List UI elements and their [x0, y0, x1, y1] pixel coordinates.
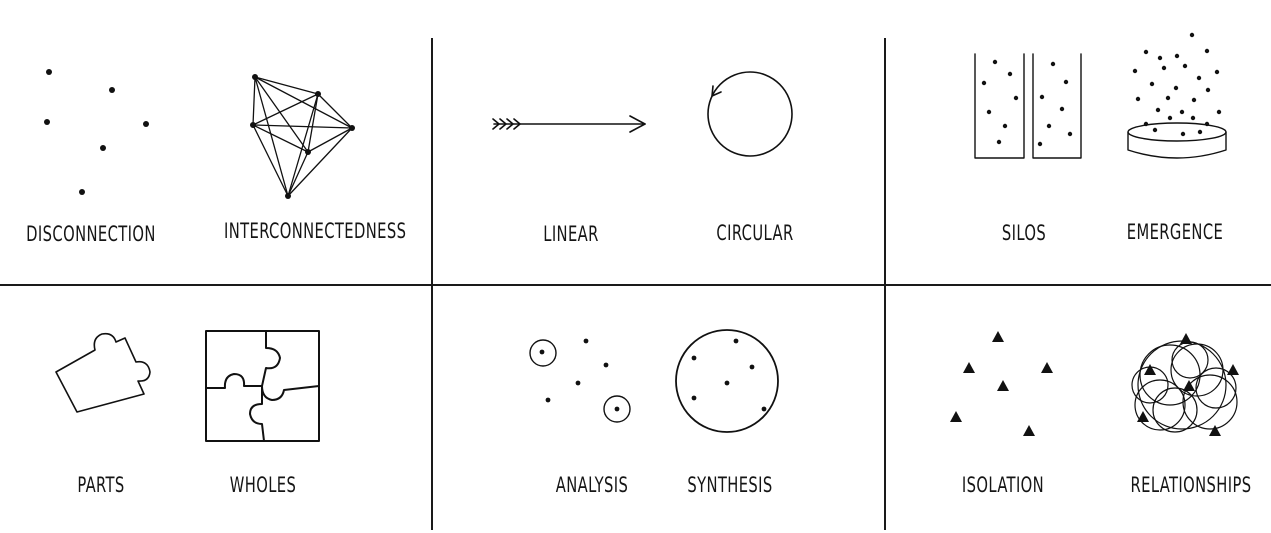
label-disconnection: DISCONNECTION — [26, 222, 156, 246]
analysis-icon — [529, 338, 631, 423]
label-synthesis: SYNTHESIS — [687, 473, 773, 497]
emergence-icon — [1127, 32, 1227, 159]
puzzle-piece-icon — [55, 332, 151, 413]
puzzle-grid-icon — [205, 330, 320, 442]
label-parts: PARTS — [77, 473, 125, 497]
label-interconnectedness: INTERCONNECTEDNESS — [224, 219, 407, 243]
silos-icon — [974, 53, 1082, 159]
label-silos: SILOS — [1001, 221, 1047, 245]
synthesis-icon — [675, 329, 779, 433]
label-relationships: RELATIONSHIPS — [1130, 473, 1252, 497]
divider-vertical-left — [431, 38, 433, 530]
label-emergence: EMERGENCE — [1126, 220, 1224, 244]
divider-vertical-right — [884, 38, 886, 530]
isolation-icon — [950, 331, 1053, 436]
label-isolation: ISOLATION — [961, 473, 1045, 497]
label-circular: CIRCULAR — [716, 221, 794, 245]
label-wholes: WHOLES — [229, 473, 297, 497]
disconnection-icon — [44, 69, 149, 195]
interconnectedness-icon — [250, 74, 355, 199]
circular-icon — [707, 71, 793, 157]
label-analysis: ANALYSIS — [555, 473, 629, 497]
relationships-icon — [1131, 333, 1239, 436]
divider-horizontal — [0, 284, 1271, 286]
linear-arrow-icon — [492, 115, 646, 133]
label-linear: LINEAR — [543, 222, 599, 246]
